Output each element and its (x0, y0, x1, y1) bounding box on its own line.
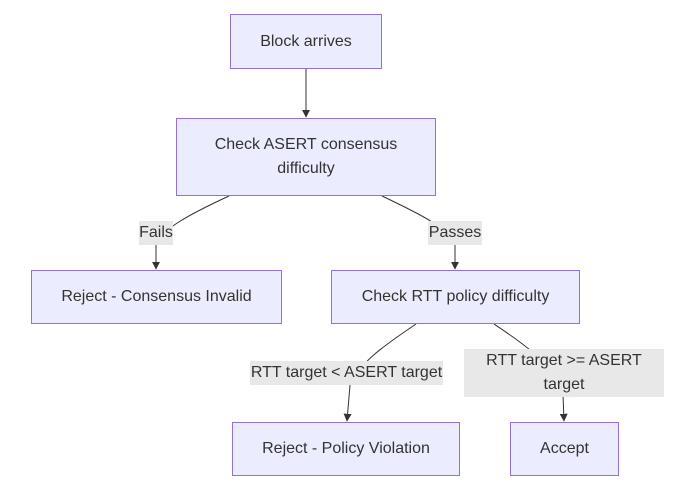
edge-label-passes: Passes (428, 221, 482, 245)
edge-label-rtt-gte: RTT target >= ASERT target (464, 349, 664, 397)
node-check-rtt: Check RTT policy difficulty (331, 270, 580, 324)
edge-label-rtt-less: RTT target < ASERT target (250, 361, 443, 385)
node-reject-policy: Reject - Policy Violation (232, 422, 460, 476)
node-check-asert: Check ASERT consensus difficulty (176, 118, 436, 196)
node-block-arrives: Block arrives (230, 14, 382, 69)
node-reject-consensus: Reject - Consensus Invalid (31, 270, 282, 324)
edge-label-fails: Fails (139, 221, 173, 245)
node-accept: Accept (510, 422, 619, 476)
